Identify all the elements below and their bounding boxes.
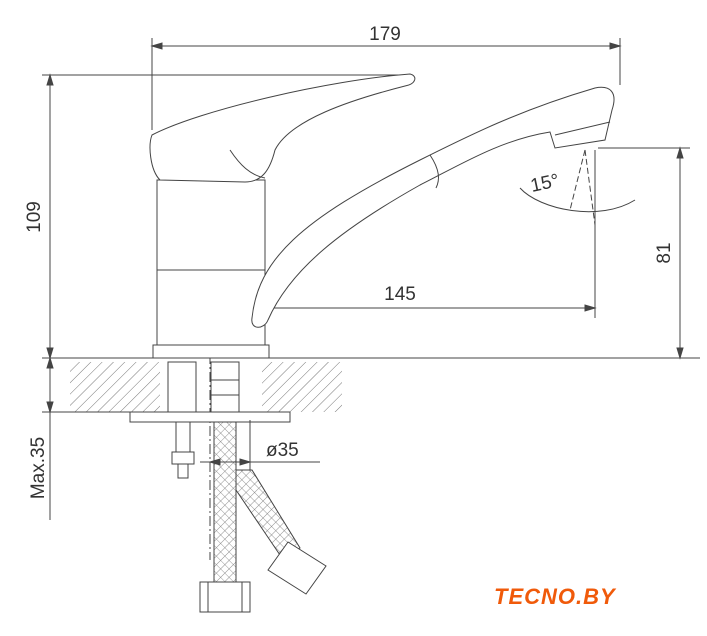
dim-label-diameter: ø35 <box>266 440 299 461</box>
dim-label-max35: Max.35 <box>28 437 49 499</box>
dim-label-81: 81 <box>654 242 675 263</box>
dimension-81 <box>598 146 690 360</box>
dim-label-angle: 15° <box>529 170 561 197</box>
dim-label-109: 109 <box>24 201 45 233</box>
tecno-by-logo: TECNO.BY <box>494 584 616 609</box>
spout <box>251 86 615 328</box>
dim-label-145: 145 <box>384 284 416 305</box>
countertop-left <box>70 362 160 412</box>
dimension-179 <box>150 38 622 130</box>
dimension-109 <box>42 73 410 360</box>
dimension-max35 <box>46 356 54 520</box>
faucet-body <box>152 179 270 359</box>
dim-label-179: 179 <box>369 24 401 45</box>
angle-indicator <box>519 149 636 226</box>
lever-handle <box>149 73 416 183</box>
countertop-right <box>262 362 342 412</box>
dimension-diameter <box>200 420 320 470</box>
